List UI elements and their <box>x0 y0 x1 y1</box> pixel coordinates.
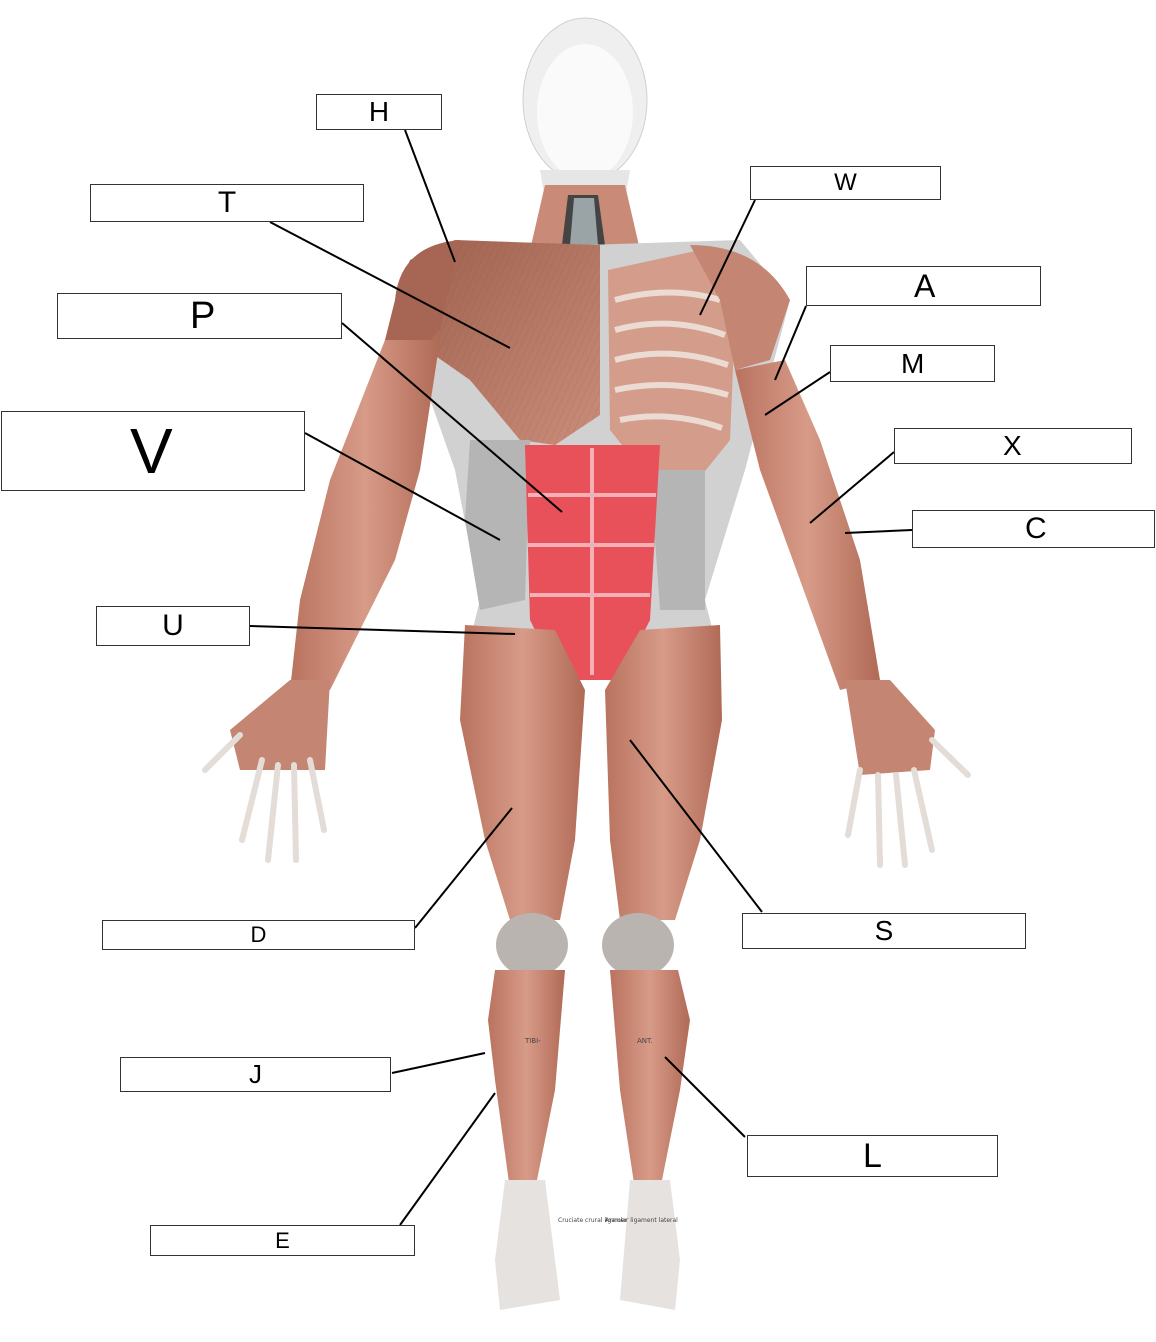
label-C[interactable]: C <box>912 510 1155 548</box>
label-H[interactable]: H <box>316 94 442 130</box>
leader-D <box>414 807 513 929</box>
leader-P <box>341 322 563 513</box>
left-ankle-text: Cruciate crural ligament <box>558 1217 631 1224</box>
label-D[interactable]: D <box>102 920 415 950</box>
leader-L <box>664 1056 746 1138</box>
label-L[interactable]: L <box>747 1135 998 1177</box>
left-leg: TIBI- Cruciate crural ligament <box>460 625 631 1310</box>
right-leg: ANT. Annular ligament lateral <box>602 625 722 1310</box>
right-shin-text: ANT. <box>637 1037 653 1045</box>
label-T-text: T <box>217 186 237 219</box>
label-D-text: D <box>250 922 267 947</box>
label-V[interactable]: V <box>1 411 305 491</box>
label-A[interactable]: A <box>806 266 1041 306</box>
right-ankle-text: Annular ligament lateral <box>605 1217 678 1224</box>
label-E[interactable]: E <box>150 1225 415 1256</box>
label-A-text: A <box>914 267 936 304</box>
label-H-text: H <box>368 96 390 127</box>
leader-M <box>764 371 831 416</box>
label-L-text: L <box>863 1136 882 1175</box>
leader-J <box>391 1052 486 1074</box>
label-U-text: U <box>162 609 184 642</box>
label-M-text: M <box>901 347 925 379</box>
leader-V <box>304 432 501 541</box>
leader-E <box>399 1092 496 1226</box>
label-T[interactable]: T <box>90 184 364 222</box>
right-arm <box>735 360 971 868</box>
leader-A <box>774 305 807 381</box>
leader-S <box>629 739 763 913</box>
leader-H <box>404 129 456 263</box>
label-J[interactable]: J <box>120 1057 391 1092</box>
torso <box>380 240 790 680</box>
label-X[interactable]: X <box>894 428 1132 464</box>
leader-lines <box>249 129 913 1226</box>
label-W-text: W <box>834 169 857 196</box>
leader-U <box>249 625 516 635</box>
label-S[interactable]: S <box>742 913 1026 949</box>
label-S-text: S <box>874 915 894 946</box>
head <box>522 17 648 200</box>
leader-T <box>269 221 511 349</box>
label-E-text: E <box>275 1227 290 1253</box>
label-C-text: C <box>1025 512 1047 545</box>
label-U[interactable]: U <box>96 606 250 646</box>
label-W[interactable]: W <box>750 166 941 200</box>
label-M[interactable]: M <box>830 345 995 382</box>
leader-C <box>844 529 913 534</box>
label-P[interactable]: P <box>57 293 342 339</box>
leader-W <box>699 199 756 316</box>
neck <box>530 185 640 250</box>
label-V-text: V <box>130 415 173 487</box>
label-P-text: P <box>190 294 216 337</box>
label-J-text: J <box>249 1059 262 1089</box>
left-arm <box>202 340 440 863</box>
left-shin-text: TIBI- <box>524 1037 541 1045</box>
leader-X <box>809 451 895 524</box>
label-X-text: X <box>1003 430 1022 461</box>
